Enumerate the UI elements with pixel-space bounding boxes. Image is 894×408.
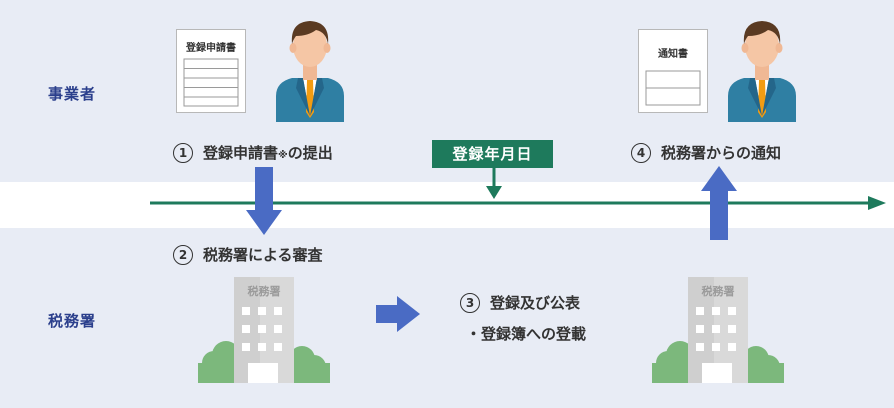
registration-date-badge: 登録年月日 — [432, 140, 553, 168]
arrow-up-icon — [701, 166, 737, 240]
business-person-icon-notice — [728, 21, 796, 122]
step-text: 登録及び公表 — [490, 294, 581, 312]
timeline-band — [0, 182, 894, 228]
step-number: 4 — [631, 143, 651, 163]
step-text: 税務署からの通知 — [661, 144, 782, 162]
lane-label-business: 事業者 — [48, 85, 97, 103]
notice-document-title: 通知書 — [658, 49, 688, 60]
step-number: 2 — [173, 245, 193, 265]
step-number: 3 — [460, 293, 480, 313]
step-3-label: 3 登録及び公表 — [460, 292, 580, 313]
lane-label-tax-office: 税務署 — [48, 312, 97, 330]
step-note-mark: ※ — [278, 150, 288, 161]
arrow-right-icon — [376, 296, 420, 332]
step-1-label: 1 登録申請書※の提出 — [173, 142, 333, 163]
step-text: 税務署による審査 — [203, 246, 323, 264]
step-2-label: 2 税務署による審査 — [173, 244, 323, 265]
business-person-icon — [276, 21, 344, 122]
step-text-tail: の提出 — [287, 144, 333, 162]
application-document-icon — [176, 29, 246, 113]
step-number: 1 — [173, 143, 193, 163]
arrow-down-icon — [246, 167, 282, 235]
building-label: 税務署 — [247, 285, 281, 298]
building-label: 税務署 — [701, 285, 735, 298]
tax-office-building-icon — [198, 277, 330, 383]
tax-office-building-icon-notice — [652, 277, 784, 383]
step-4-label: 4 税務署からの通知 — [631, 142, 781, 163]
notice-document-icon — [638, 29, 708, 113]
application-document-title: 登録申請書 — [186, 43, 236, 54]
step-3-sub-label: ・登録簿への登載 — [466, 325, 587, 343]
step-text: 登録申請書 — [203, 144, 279, 162]
